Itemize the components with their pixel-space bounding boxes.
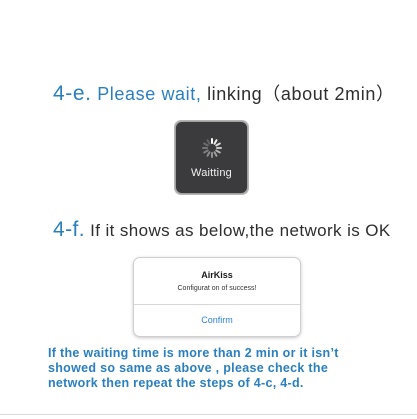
- waiting-label: Waitting: [191, 167, 232, 179]
- step-4e-highlight: Please wait,: [97, 84, 202, 104]
- airkiss-alert-dialog: AirKiss Configurat on of success! Confir…: [134, 258, 300, 336]
- alert-message: Configurat on of success!: [177, 285, 257, 292]
- step-4f-heading: 4-f. If it shows as below,the network is…: [53, 218, 391, 242]
- waiting-hud: Waitting: [176, 122, 247, 193]
- alert-title: AirKiss: [201, 270, 233, 280]
- step-4e-heading: 4-e. Please wait, linking（about 2min）: [53, 80, 395, 106]
- step-4f-text: If it shows as below,the network is OK: [90, 221, 391, 240]
- loading-spinner-icon: [202, 138, 222, 158]
- note-line: showed so same as above , please check t…: [48, 361, 329, 375]
- step-4e-number: 4-e.: [53, 82, 92, 105]
- alert-divider: [134, 304, 300, 305]
- step-4e-text: linking（about 2min）: [207, 84, 395, 104]
- bottom-divider: [0, 414, 417, 415]
- note-line: If the waiting time is more than 2 min o…: [48, 346, 339, 360]
- retry-note: If the waiting time is more than 2 min o…: [48, 346, 408, 391]
- note-line: network then repeat the steps of 4-c, 4-…: [48, 376, 304, 390]
- confirm-button[interactable]: Confirm: [134, 315, 300, 325]
- step-4f-number: 4-f.: [53, 218, 85, 241]
